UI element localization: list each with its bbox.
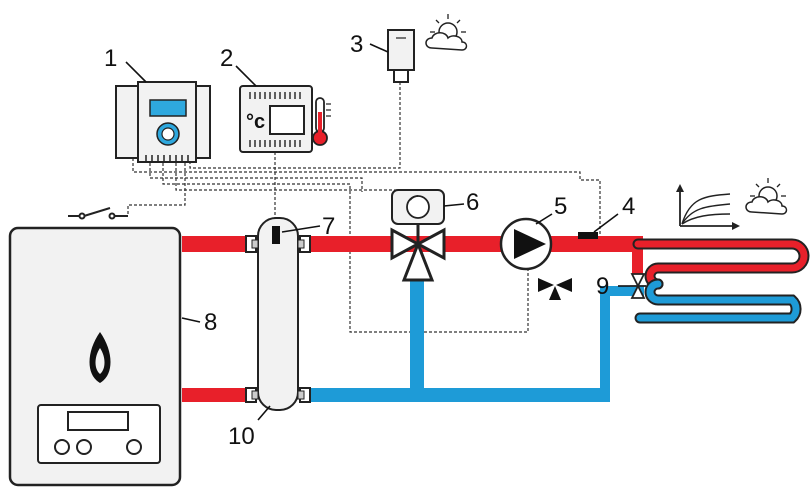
controller-screen [149,99,187,117]
boiler-knob[interactable] [54,439,70,455]
switch-icon [68,207,128,220]
hydraulic-separator[interactable] [245,217,311,411]
sun-cloud-icon [425,14,468,51]
boiler-knob[interactable] [126,439,142,455]
room-controller-unit: °c [246,111,265,133]
label-hydraulic-separator: 10 [228,423,255,450]
leader-lines [125,43,630,421]
circulation-pump[interactable] [499,217,553,271]
label-room-controller: 2 [220,45,233,72]
boiler[interactable] [8,226,182,487]
outdoor-sensor[interactable] [387,29,415,83]
thermometer-icon [312,97,331,146]
sun-cloud-icon [745,178,788,215]
label-controller: 1 [104,45,117,72]
boiler-display [67,411,129,431]
label-mixing-valve-actuator: 6 [466,189,479,216]
controller[interactable] [115,81,211,163]
room-controller[interactable]: °c [239,85,313,153]
balancing-valve[interactable] [630,273,646,299]
label-outdoor-sensor: 3 [350,31,363,58]
label-boiler: 8 [204,309,217,336]
flame-icon [89,332,111,383]
heating-curve-icon [676,184,740,230]
underfloor-heating-loop [632,238,810,324]
mixing-valve-actuator[interactable] [391,189,445,225]
mixing-valve[interactable] [390,222,446,282]
return-pipes [305,262,644,402]
label-header-sensor: 7 [322,213,335,240]
supply-pipes [182,236,643,402]
label-circulation-pump: 5 [554,193,567,220]
header-sensor[interactable] [272,226,280,244]
component-labels: 1 2 3 4 5 6 7 8 9 10 [104,31,635,450]
label-temperature-limiter: 4 [622,193,635,220]
boiler-knob[interactable] [76,439,92,455]
label-balancing-valve: 9 [596,273,609,300]
check-valve-icon [538,278,572,300]
temperature-limiter[interactable] [578,232,598,239]
